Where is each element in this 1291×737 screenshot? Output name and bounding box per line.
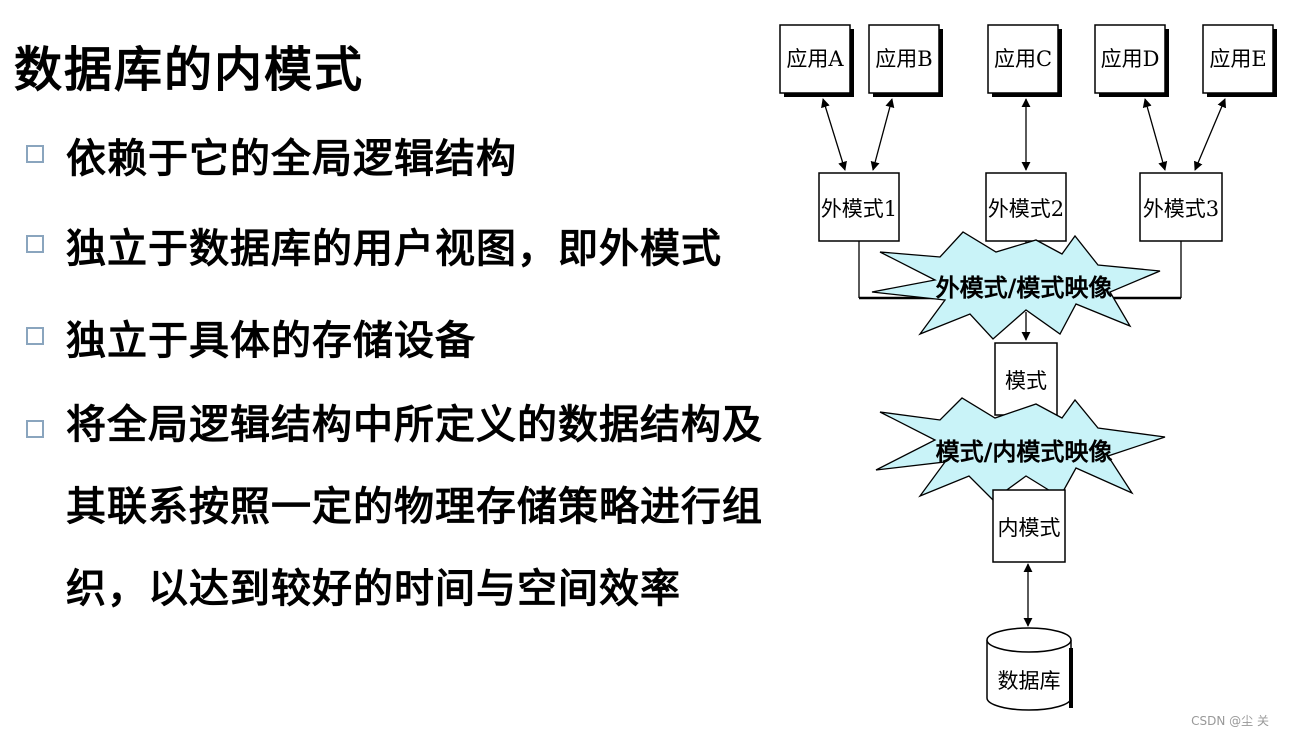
app-label: 应用A	[786, 47, 844, 71]
watermark: CSDN @尘 关	[1191, 714, 1269, 728]
database-label: 数据库	[998, 669, 1061, 693]
app-arrows	[821, 98, 1227, 171]
external-schema-box: 外模式1	[818, 172, 900, 242]
mapping-label: 模式/内模式映像	[936, 438, 1114, 466]
app-box: 应用D	[1094, 24, 1169, 97]
external-schema-mapping-burst: 外模式/模式映像	[871, 231, 1161, 340]
app-box: 应用A	[779, 24, 854, 97]
external-schema-label: 外模式1	[821, 197, 897, 221]
app-label: 应用D	[1101, 47, 1160, 71]
app-box: 应用C	[987, 24, 1062, 97]
app-box: 应用B	[868, 24, 943, 97]
app-label: 应用B	[875, 47, 932, 71]
bullet-marker	[26, 145, 44, 163]
external-schema-box: 外模式2	[985, 172, 1067, 242]
bullet-item: 独立于数据库的用户视图，即外模式	[66, 226, 722, 272]
external-schema-label: 外模式3	[1143, 197, 1219, 221]
schema-label: 模式	[1005, 369, 1047, 393]
app-box: 应用E	[1202, 24, 1277, 97]
external-schema-box: 外模式3	[1139, 172, 1223, 242]
bullet-item: 将全局逻辑结构中所定义的数据结构及其联系按照一定的物理存储策略进行组织，以达到较…	[66, 402, 763, 612]
internal-schema-label: 内模式	[998, 516, 1061, 540]
app-label: 应用E	[1209, 47, 1266, 71]
bullet-marker	[26, 420, 44, 438]
app-label: 应用C	[994, 47, 1052, 71]
mapping-label: 外模式/模式映像	[936, 274, 1114, 302]
bullet-marker	[26, 235, 44, 253]
internal-schema-box: 内模式	[992, 489, 1066, 563]
slide-title: 数据库的内模式	[14, 42, 365, 98]
external-schema-label: 外模式2	[988, 197, 1064, 221]
database-cylinder-icon: 数据库	[986, 627, 1073, 711]
schema-internal-mapping-burst: 模式/内模式映像	[875, 397, 1166, 501]
schema-box: 模式	[994, 342, 1058, 416]
bullet-item: 独立于具体的存储设备	[66, 318, 476, 364]
bullet-marker	[26, 327, 44, 345]
bullet-item: 依赖于它的全局逻辑结构	[66, 136, 517, 182]
